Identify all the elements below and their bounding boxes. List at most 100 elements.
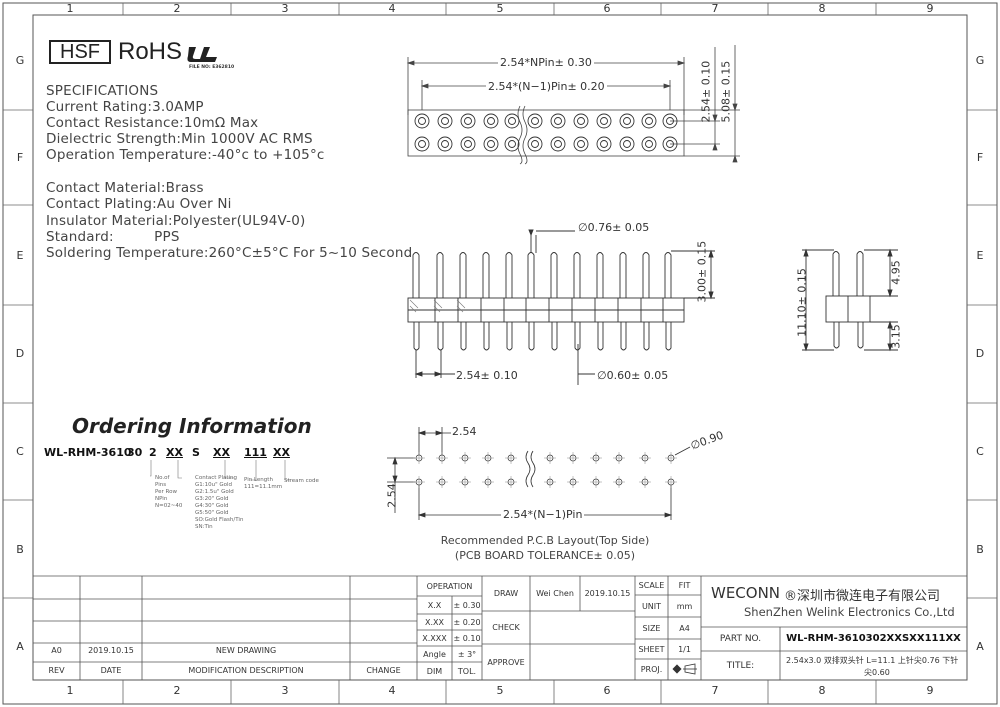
ordering-leaders xyxy=(150,460,290,481)
zone-row-e-right: E xyxy=(976,249,984,262)
zone-col-1-bottom: 1 xyxy=(66,684,74,697)
sheet-label: SHEET xyxy=(638,645,665,654)
check-label: CHECK xyxy=(492,623,520,632)
size-value: A4 xyxy=(679,624,690,633)
spec-standard: Standard: PPS xyxy=(46,229,180,245)
tol-dim-2: X.XXX xyxy=(422,634,447,643)
dim-pitch-side: 2.54± 0.10 xyxy=(456,369,518,382)
zone-col-5: 5 xyxy=(496,2,504,15)
code-plating-a: XX xyxy=(166,446,183,459)
zone-col-8: 8 xyxy=(818,2,826,15)
draw-date: 2019.10.15 xyxy=(584,589,631,598)
tol-value-1: ± 0.20 xyxy=(453,618,481,627)
title-line-1: 2.54x3.0 双排双头针 L=11.1 上针尖0.76 下针 xyxy=(786,656,959,665)
tol-value-3: ± 3° xyxy=(457,650,477,659)
zone-col-1: 1 xyxy=(66,2,74,15)
zone-row-f-right: F xyxy=(976,151,984,164)
zone-row-b-right: B xyxy=(976,543,984,556)
projection-symbol-icon xyxy=(672,663,697,675)
spec-soldering-temperature: Soldering Temperature:260°C±5°C For 5~10… xyxy=(46,245,413,261)
ul-file-number: FILE NO: E362810 xyxy=(189,65,235,70)
drawer-name: Wei Chen xyxy=(536,589,574,598)
zone-row-g: G xyxy=(15,54,25,67)
dim-pcb-span: 2.54*(N−1)Pin xyxy=(501,508,585,521)
description-header: MODIFICATION DESCRIPTION xyxy=(188,666,304,675)
approve-label: APPROVE xyxy=(487,658,525,667)
zone-col-7-bottom: 7 xyxy=(711,684,719,697)
ordering-title: Ordering Information xyxy=(72,414,312,438)
note-plating: Contact Plating G1:10u" Gold G2:1.5u" Go… xyxy=(195,475,244,530)
company-name-cn: ®深圳市微连电子有限公司 xyxy=(784,589,941,604)
ul-mark-icon xyxy=(187,47,217,62)
dim-top-inner: 2.54*(N−1)Pin± 0.20 xyxy=(486,80,607,93)
part-no-value: WL-RHM-3610302XXSXX111XX xyxy=(786,633,961,644)
dim-top-total: 2.54*NPin± 0.30 xyxy=(498,56,594,69)
zone-row-f: F xyxy=(16,151,24,164)
zone-col-2: 2 xyxy=(173,2,181,15)
title-label: TITLE: xyxy=(726,661,755,671)
dim-pin-dia-top: ∅0.76± 0.05 xyxy=(578,221,650,234)
zone-col-4-bottom: 4 xyxy=(388,684,396,697)
zone-row-d-right: D xyxy=(975,347,985,360)
spec-operation-temperature: Operation Temperature:-40°c to +105°c xyxy=(46,147,325,163)
code-s: S xyxy=(192,446,200,459)
zone-row-g-right: G xyxy=(975,54,985,67)
spec-contact-resistance: Contact Resistance:10mΩ Max xyxy=(46,115,259,131)
zone-col-5-bottom: 5 xyxy=(496,684,504,697)
code-rows: 30 xyxy=(127,446,143,459)
scale-value: FIT xyxy=(678,581,691,590)
tol-dim-1: X.XX xyxy=(425,618,444,627)
tol-dim-3: Angle xyxy=(423,650,446,659)
zone-row-b: B xyxy=(16,543,24,556)
zone-col-4: 4 xyxy=(388,2,396,15)
code-prefix: WL-RHM-3610 xyxy=(44,446,132,459)
code-pins: 2 xyxy=(149,446,157,459)
draw-label: DRAW xyxy=(493,589,519,598)
zone-col-9: 9 xyxy=(926,2,934,15)
company-brand: WECONN xyxy=(711,584,781,602)
unit-value: mm xyxy=(676,602,693,611)
dim-label: DIM xyxy=(426,667,443,676)
zone-col-9-bottom: 9 xyxy=(926,684,934,697)
spec-insulator-material: Insulator Material:Polyester(UL94V-0) xyxy=(46,213,306,229)
top-view-drawing xyxy=(406,45,740,165)
unit-label: UNIT xyxy=(641,602,662,611)
tol-value-2: ± 0.10 xyxy=(453,634,481,643)
spec-current-rating: Current Rating:3.0AMP xyxy=(46,99,204,115)
code-length: 111 xyxy=(244,446,267,459)
pcb-layout-drawing xyxy=(387,427,691,520)
zone-col-8-bottom: 8 xyxy=(818,684,826,697)
zone-row-d: D xyxy=(15,347,25,360)
rev-date-value: 2019.10.15 xyxy=(88,646,134,655)
dim-pin-dia-bottom: ∅0.60± 0.05 xyxy=(597,369,669,382)
sheet-value: 1/1 xyxy=(678,645,691,654)
front-view-drawing xyxy=(407,229,715,385)
size-label: SIZE xyxy=(642,624,661,633)
spec-contact-plating: Contact Plating:Au Over Ni xyxy=(46,196,232,212)
change-header: CHANGE xyxy=(366,666,401,675)
pcb-note-title: Recommended P.C.B Layout(Top Side) xyxy=(440,534,650,547)
spec-contact-material: Contact Material:Brass xyxy=(46,180,204,196)
zone-row-c: C xyxy=(16,445,24,458)
hsf-logo: HSF xyxy=(49,40,111,64)
company-name-en: ShenZhen Welink Electronics Co.,Ltd xyxy=(744,605,955,619)
dim-pcb-pitch: 2.54 xyxy=(452,425,477,438)
code-stream: XX xyxy=(273,446,290,459)
zone-col-2-bottom: 2 xyxy=(173,684,181,697)
zone-row-a-right: A xyxy=(976,640,984,653)
spec-dielectric-strength: Dielectric Strength:Min 1000V AC RMS xyxy=(46,131,313,147)
part-no-label: PART NO. xyxy=(719,634,762,644)
title-line-2: 尖0.60 xyxy=(864,668,890,677)
proj-label: PROJ. xyxy=(640,665,663,674)
rev-description-value: NEW DRAWING xyxy=(215,646,277,655)
tol-value-0: ± 0.30 xyxy=(453,601,481,610)
rev-header: REV xyxy=(48,666,65,675)
rev-value: A0 xyxy=(51,646,62,655)
zone-col-3-bottom: 3 xyxy=(281,684,289,697)
zone-col-3: 3 xyxy=(281,2,289,15)
code-plating-b: XX xyxy=(213,446,230,459)
note-pins: No.of Pins Per Row NPin N=02~40 xyxy=(155,475,183,509)
note-stream: Stream code xyxy=(284,478,319,484)
zone-col-7: 7 xyxy=(711,2,719,15)
